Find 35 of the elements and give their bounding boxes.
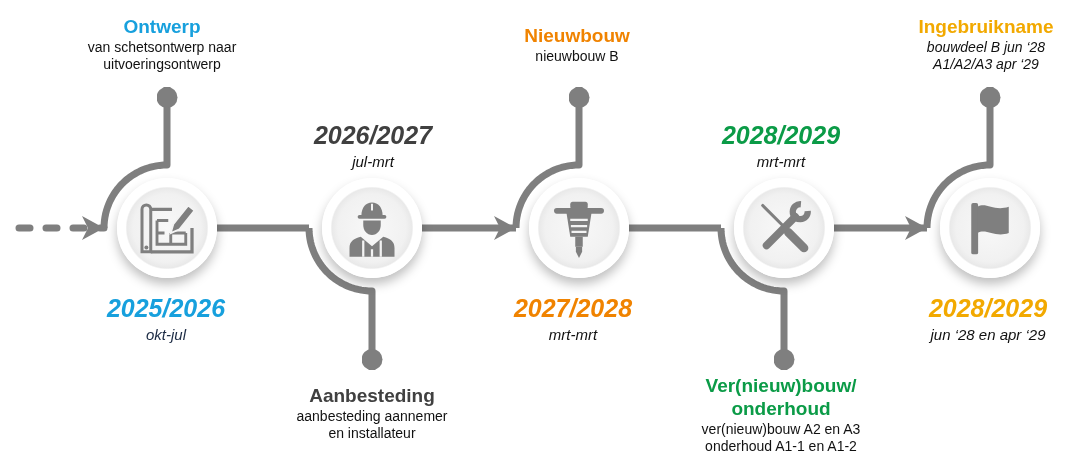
dot-ended-line [512,87,590,229]
milestone-heading: Ontwerp [123,16,201,37]
dot-ended-line [305,227,383,370]
dot-ended-line [100,87,178,229]
year-label: 2025/2026 [106,294,226,322]
milestone-heading: Aanbesteding [309,385,435,406]
milestone-description: van schetsontwerp naar uitvoeringsontwerp [87,39,237,72]
milestone-heading: Ingebruikname [918,16,1054,37]
milestone-circle [940,178,1040,278]
period-label: mrt-mrt [756,153,806,170]
year-label: 2026/2027 [313,121,433,149]
year-label: 2028/2029 [928,294,1048,322]
year-label: 2027/2028 [513,294,633,322]
milestone-description: nieuwbouw B [535,47,619,64]
milestone-description: bouwdeel B jun ‘28 A1/A2/A3 apr ‘29 [926,39,1046,72]
year-label: 2028/2029 [721,121,841,149]
dashed-arrow [15,216,108,240]
milestone-description: aanbesteding aannemer en installateur [296,408,448,441]
milestone-circle [117,178,217,278]
dot-ended-line [923,87,1001,229]
arrow [834,216,927,240]
connector-line [217,224,309,232]
period-label: okt-jul [146,326,186,343]
dot-ended-line [717,227,795,370]
milestone-circle [322,178,422,278]
period-label: jun ‘28 en apr ‘29 [930,326,1046,343]
period-label: jul-mrt [352,153,394,170]
milestone-heading: Ver(nieuw)bouw/ onderhoud [705,375,857,419]
milestone-heading: Nieuwbouw [524,24,630,46]
arrow [422,216,516,240]
milestone-circle [734,178,834,278]
connector-line [629,224,721,232]
period-label: mrt-mrt [548,326,598,343]
milestone-description: ver(nieuw)bouw A2 en A3 onderhoud A1-1 en A1-2 [701,421,861,454]
milestone-circle [529,178,629,278]
